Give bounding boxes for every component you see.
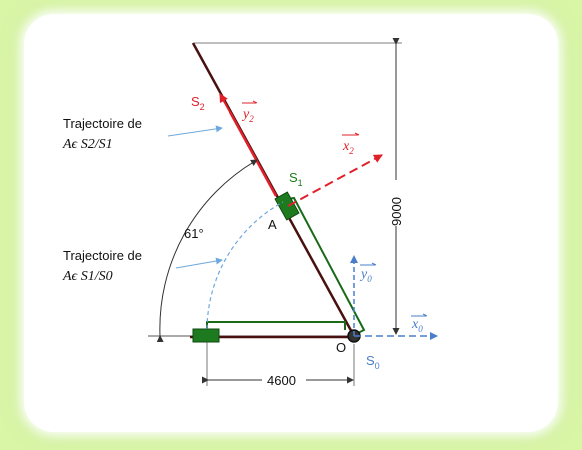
y2-arrow [219, 93, 231, 113]
traj2-label-line2: Aϵ S1/S0 [62, 269, 113, 284]
s2-label: S2 [191, 94, 205, 112]
point-A-label: A [268, 217, 277, 232]
leader-arrow-2 [175, 257, 223, 269]
dim-horizontal-label: 4600 [267, 373, 296, 388]
s0-label: S0 [366, 353, 380, 371]
x2-vector-label: x2 [342, 139, 354, 156]
slider-block-horizontal [192, 328, 220, 343]
s1-frame-horizontal [206, 321, 346, 330]
dim-vertical-label-bg [388, 180, 404, 226]
traj1-label-line1: Trajectoire de [63, 116, 142, 131]
x0-vector-label: x0 [411, 317, 423, 334]
point-O-label: O [336, 340, 346, 355]
x2-axis-line [287, 154, 383, 207]
dim-horizontal-label-bg [262, 372, 306, 388]
angle-label: 61° [184, 226, 204, 241]
traj1-label-line2: Aϵ S2/S1 [62, 137, 113, 152]
y2-axis-line [228, 111, 278, 197]
leader-arrow-1 [167, 125, 223, 137]
traj2-label-line1: Trajectoire de [63, 248, 142, 263]
y0-vector-label: y0 [359, 267, 372, 284]
s1-label: S1 [289, 170, 303, 188]
dim-vertical-label: 9000 [389, 197, 404, 226]
s1-frame-inclined [281, 196, 366, 337]
y2-vector-label: y2 [241, 107, 254, 124]
angle-arc [156, 159, 258, 343]
